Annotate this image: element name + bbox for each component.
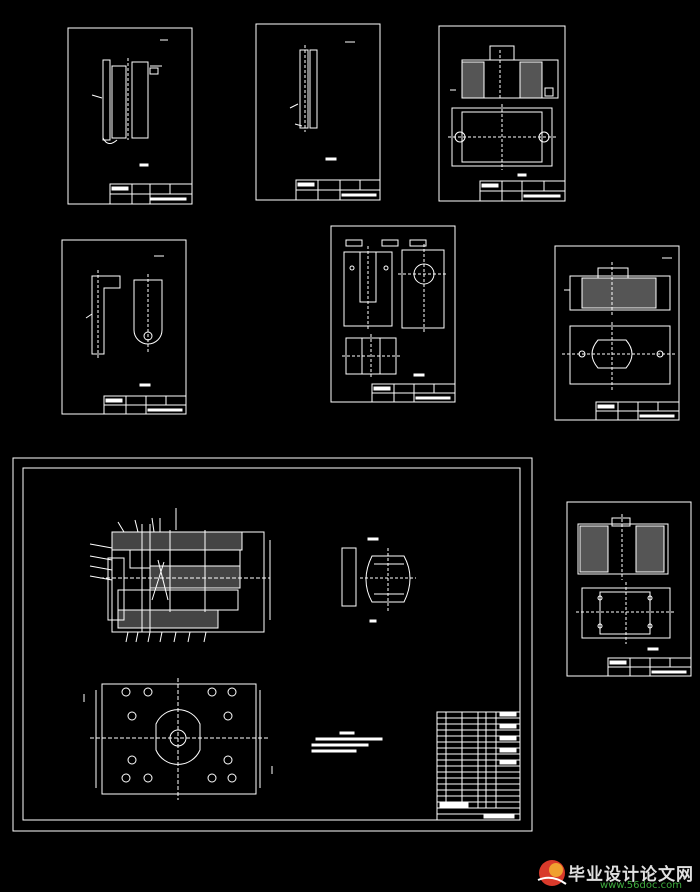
- sheet-part-3: [438, 25, 566, 202]
- title-block-4: [103, 395, 187, 415]
- part-6-top-view: [564, 257, 672, 316]
- assembly-part-detail: [341, 537, 416, 623]
- title-block-6: [595, 401, 680, 421]
- bolt-hole-pattern: [121, 687, 237, 783]
- title-block-7: [607, 657, 692, 677]
- title-block-3: [479, 180, 566, 202]
- sheet-part-4: [61, 239, 187, 415]
- title-block-1: [109, 183, 193, 205]
- part-5-top-view: [342, 334, 400, 378]
- watermark-url: www.56doc.com: [600, 880, 683, 891]
- part-3-top-view: [450, 45, 559, 100]
- sheet-part-6: [554, 245, 680, 421]
- parts-list-table: [436, 711, 521, 821]
- part-3-bottom-view: [448, 104, 556, 170]
- title-block-5: [371, 383, 456, 403]
- part-5-side-view: [398, 239, 448, 332]
- part-7-bottom-view: [576, 582, 676, 644]
- sheet-assembly: [12, 457, 533, 832]
- part-1-view: [91, 39, 168, 144]
- sheet-part-2: [255, 23, 381, 201]
- sheet-part-7: [566, 501, 692, 677]
- assembly-section-view: [89, 508, 271, 643]
- sheet-part-1: [67, 27, 193, 205]
- part-4-view: [85, 255, 164, 358]
- part-7-top-view: [577, 514, 669, 580]
- title-block-2: [295, 179, 381, 201]
- assembly-plan-view: [83, 678, 273, 800]
- part-6-bottom-view: [562, 322, 676, 390]
- sheet-part-5: [330, 225, 456, 403]
- watermark-logo-icon: [537, 860, 567, 886]
- part-5-front-view: [343, 239, 399, 330]
- part-2-view: [289, 41, 355, 132]
- technical-requirements: [311, 731, 383, 753]
- watermark-title: 毕业设计论文网: [568, 865, 694, 885]
